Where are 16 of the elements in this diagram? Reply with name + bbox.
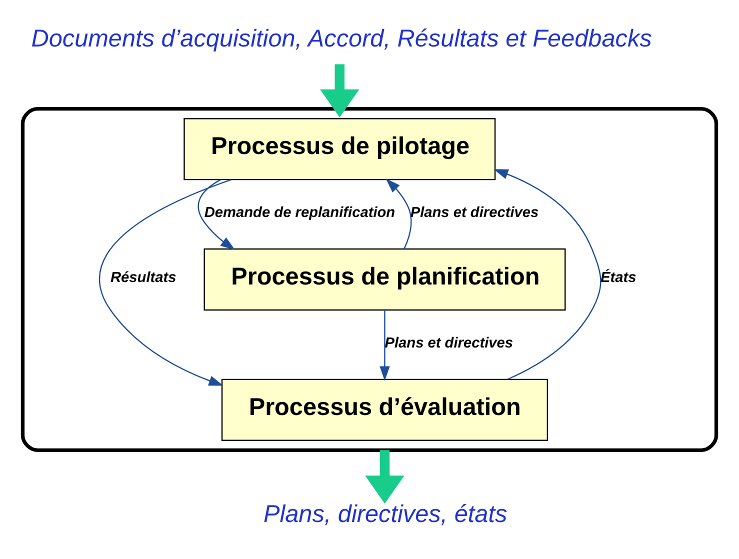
arrow — [365, 450, 404, 504]
node-text: Plans, directives, états — [263, 501, 508, 528]
arrow — [494, 169, 602, 380]
edge-label: Demande de replanification — [204, 204, 396, 221]
cluster — [20, 107, 718, 452]
edge-label: Plans et directives — [410, 204, 539, 221]
node-box: Processus de planification — [204, 248, 566, 311]
arrow — [198, 179, 236, 250]
arrow — [99, 179, 232, 386]
node-box: Processus de pilotage — [184, 118, 496, 180]
edge-label: Résultats — [110, 270, 176, 286]
arrow — [380, 310, 390, 381]
arrow — [320, 64, 360, 118]
arrow — [386, 178, 412, 250]
node-text: Documents d’acquisition, Accord, Résultats et Feedbacks — [31, 26, 652, 53]
node-box: Processus d’évaluation — [221, 378, 548, 441]
